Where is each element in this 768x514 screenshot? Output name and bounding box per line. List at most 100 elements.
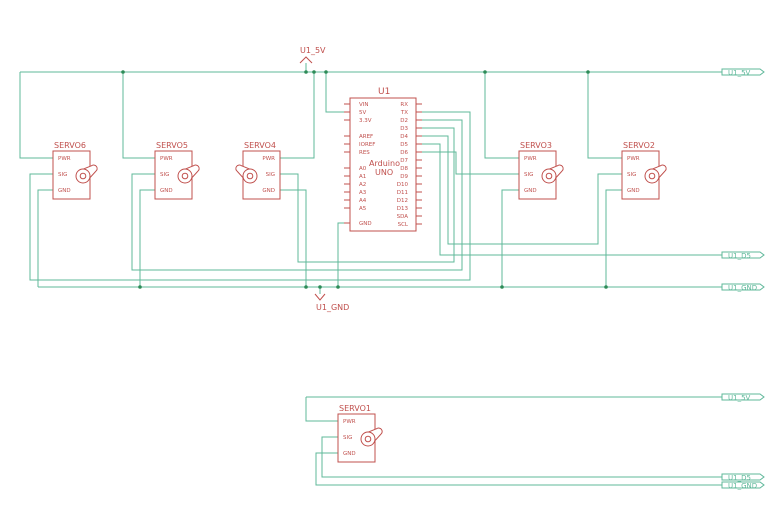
junction-dot bbox=[336, 285, 340, 289]
arduino-body bbox=[349, 97, 417, 232]
servo-ref: SERVO5 bbox=[156, 141, 188, 150]
junction-dot bbox=[483, 70, 487, 74]
arduino-pin: D4 bbox=[400, 134, 422, 140]
wire-servo3-gnd bbox=[501, 189, 519, 287]
arduino-pin: D10 bbox=[397, 182, 422, 188]
servo-pin-label: SIG bbox=[524, 172, 533, 178]
arduino-pin-label: 5V bbox=[359, 110, 366, 116]
net-port: U1_GND bbox=[721, 481, 765, 490]
wire-servo4-gnd bbox=[280, 189, 307, 287]
servo-pin-label: PWR bbox=[262, 156, 275, 162]
wire-servo6-gnd bbox=[37, 189, 53, 287]
arduino-pin-label: IOREF bbox=[359, 142, 375, 148]
arduino-pin: D7 bbox=[400, 158, 422, 164]
arduino-pin: D3 bbox=[400, 126, 422, 132]
arduino-pin-label: D9 bbox=[400, 174, 408, 180]
wire-d5-net bbox=[416, 143, 722, 256]
servo-pin-label: GND bbox=[627, 188, 640, 194]
power-arrow-icon bbox=[299, 56, 313, 64]
servo-pin-label: SIG bbox=[627, 172, 636, 178]
servo-pin-label: GND bbox=[343, 451, 356, 457]
arduino-pin-label: D12 bbox=[397, 198, 408, 204]
arduino-name-line1: Arduino bbox=[369, 159, 400, 168]
arduino-pin: A0 bbox=[344, 166, 367, 172]
net-port: U1_GND bbox=[721, 283, 765, 292]
arduino-pin-label: D2 bbox=[400, 118, 408, 124]
servo-pin-label: PWR bbox=[524, 156, 537, 162]
wire-servo5-pwr bbox=[122, 72, 155, 159]
power-flag-5v: U1_5V bbox=[299, 46, 326, 64]
wire-servo6-sig bbox=[29, 111, 471, 281]
servo-ref: SERVO6 bbox=[54, 141, 86, 150]
arduino-pin-label: AREF bbox=[359, 134, 373, 140]
power-flag-label: U1_5V bbox=[300, 46, 326, 55]
junction-dot bbox=[121, 70, 125, 74]
arduino-name-line2: UNO bbox=[375, 168, 393, 177]
wire-servo1-sig bbox=[321, 436, 722, 478]
wire-servo1-gnd bbox=[315, 452, 722, 486]
net-port: U1_5V bbox=[721, 393, 765, 402]
wire-servo4-sig bbox=[280, 127, 455, 263]
servo-horn-icon bbox=[235, 164, 258, 184]
arduino-pin-label: A5 bbox=[359, 206, 367, 212]
arduino-pin: RX bbox=[400, 102, 422, 108]
servo-pin-label: PWR bbox=[343, 419, 356, 425]
arduino-pin-label: D10 bbox=[397, 182, 409, 188]
arduino-pin: AREF bbox=[344, 134, 373, 140]
junction-dot bbox=[318, 285, 322, 289]
arduino-pin-label: D5 bbox=[400, 142, 408, 148]
servo-pin-label: SIG bbox=[160, 172, 169, 178]
wire-servo2-sig bbox=[416, 135, 622, 245]
arduino-pin: A3 bbox=[344, 190, 367, 196]
arduino-pin-label: A3 bbox=[359, 190, 367, 196]
arduino-pin: D9 bbox=[400, 174, 422, 180]
servo-pin-label: GND bbox=[524, 188, 537, 194]
arduino-pin: GND bbox=[344, 221, 372, 227]
junction-dot bbox=[138, 285, 142, 289]
servo-pin-label: SIG bbox=[266, 172, 275, 178]
servo-ref: SERVO3 bbox=[520, 141, 552, 150]
wire-servo3-sig bbox=[416, 151, 519, 175]
arduino-pin-label: RES bbox=[359, 150, 370, 156]
servo-pin-label: PWR bbox=[58, 156, 71, 162]
servo-pin-label: GND bbox=[58, 188, 71, 194]
arduino-pin: D2 bbox=[400, 118, 422, 124]
junction-dot bbox=[324, 70, 328, 74]
arduino-pin: IOREF bbox=[344, 142, 375, 148]
wire-servo6-pwr bbox=[19, 72, 53, 159]
junction-dot bbox=[500, 285, 504, 289]
servo-ref: SERVO1 bbox=[339, 404, 371, 413]
servo-ref: SERVO2 bbox=[623, 141, 655, 150]
arduino-pin: 5V bbox=[344, 110, 366, 116]
arduino-pin: D12 bbox=[397, 198, 422, 204]
junction-dot bbox=[586, 70, 590, 74]
servo-pin-label: GND bbox=[160, 188, 173, 194]
servo-pin-label: SIG bbox=[58, 172, 67, 178]
arduino-pin-label: GND bbox=[359, 221, 372, 227]
wire-arduino-gnd bbox=[337, 222, 350, 287]
servo-pin-label: GND bbox=[262, 188, 275, 194]
wire-servo3-pwr bbox=[484, 72, 519, 159]
servo-ref: SERVO4 bbox=[244, 141, 276, 150]
arduino-pin-label: D8 bbox=[400, 166, 408, 172]
wire-servo2-gnd bbox=[605, 189, 622, 287]
arduino-pin: A4 bbox=[344, 198, 367, 204]
servo-horn-icon bbox=[541, 164, 564, 184]
arduino-pin-label: RX bbox=[400, 102, 408, 108]
servo-horn-icon bbox=[177, 164, 200, 184]
junction-dot bbox=[304, 285, 308, 289]
arduino-pin: D13 bbox=[397, 206, 422, 212]
arduino-pin-label: A0 bbox=[359, 166, 367, 172]
ground-arrow-icon bbox=[314, 293, 326, 301]
net-port: U1_5V bbox=[721, 68, 765, 77]
servo-pin-label: PWR bbox=[160, 156, 173, 162]
net-port-label: U1_5V bbox=[728, 394, 751, 402]
arduino-pin-label: SCL bbox=[398, 222, 409, 228]
